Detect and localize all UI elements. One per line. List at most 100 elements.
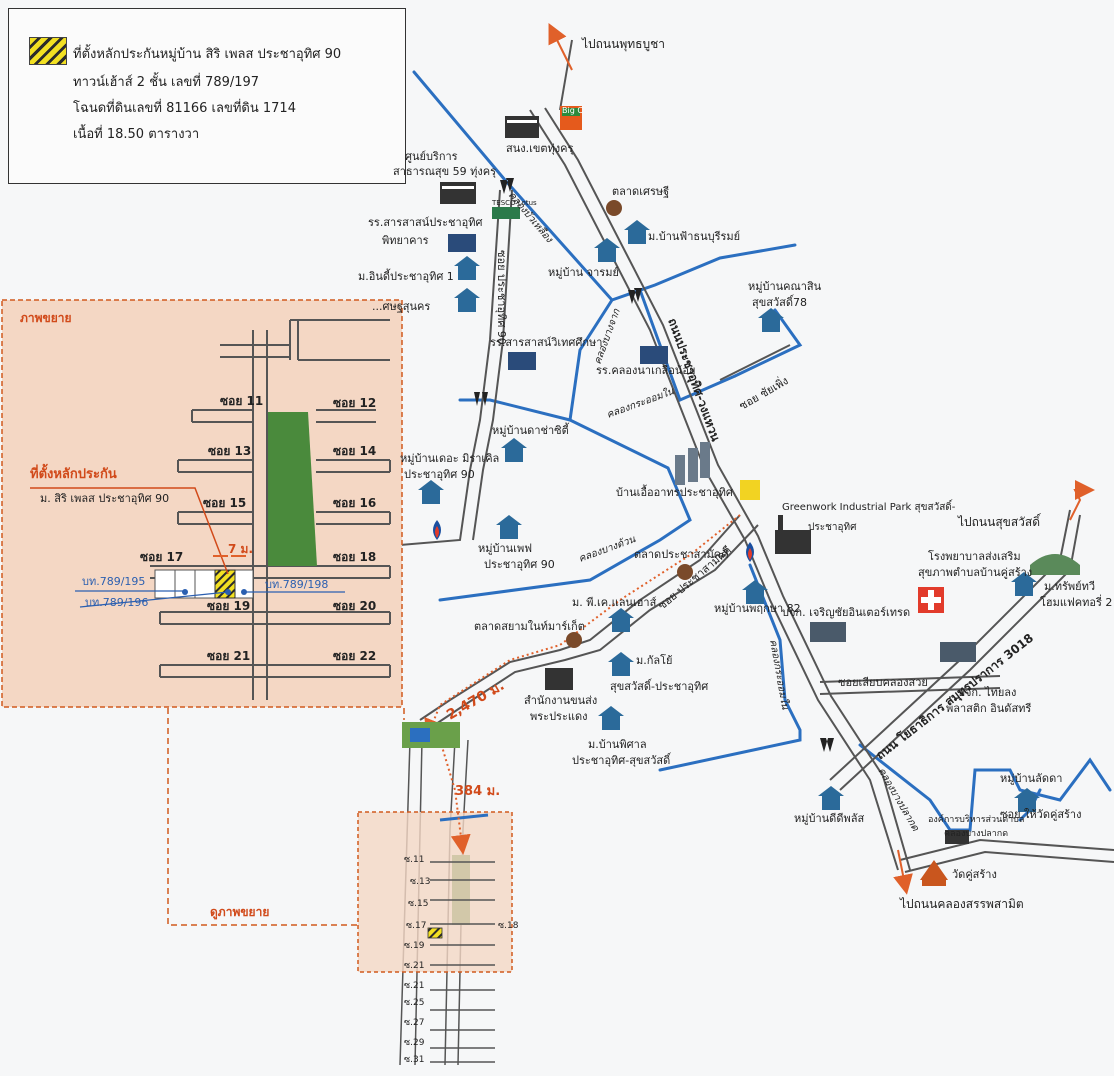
inset-plot-196: บท.789/196 <box>85 596 148 609</box>
label-soi-liap: ซอยเลียบคลองสวย <box>838 676 928 689</box>
bigc-icon <box>560 106 582 130</box>
interchanges <box>474 178 834 752</box>
label-village-pef-b: ประชาอุทิศ 90 <box>484 558 555 571</box>
label-village-miracle-b: ประชาอุทิศ 90 <box>404 468 475 481</box>
small-soi-19: ซ.19 <box>404 941 425 951</box>
small-inset-streets <box>430 813 495 1063</box>
market-icon <box>677 564 693 580</box>
small-soi-13: ซ.13 <box>410 877 430 887</box>
label-hospital-2: สุขภาพตำบลบ้านคู่สร้าง <box>918 566 1032 579</box>
inset-soi-16: ซอย 16 <box>333 496 376 510</box>
school-icon <box>508 352 536 370</box>
label-village-dasa: หมู่บ้านดาช่าซิตี้ <box>492 422 570 437</box>
label-condo: บ้านเอื้ออาทรประชาอุทิศ <box>616 484 733 499</box>
label-transport-office-a: สำนักงานขนส่ง <box>524 694 597 707</box>
label-village-ladda: หมู่บ้านลัดดา <box>1000 772 1062 785</box>
label-village-setthi: ...ศษฐสุนคร <box>372 300 430 313</box>
label-canal-4: คลองบางด้วน <box>577 533 638 565</box>
house-icon <box>454 288 480 312</box>
inset-plots <box>154 569 254 599</box>
inset-soi-13: ซอย 13 <box>208 444 251 458</box>
house-icon <box>742 580 768 604</box>
house-icon <box>608 608 634 632</box>
label-soi-khu: ซอย ให้วัดคู่สร้าง <box>1000 808 1082 821</box>
house-icon <box>624 220 650 244</box>
label-tesco: TESCO Lotus <box>491 199 537 207</box>
small-inset-title: ดูภาพขยาย <box>210 905 269 920</box>
label-obt-1: องค์การบริหารส่วนตำบล <box>928 813 1024 825</box>
label-village-miracle-a: หมู่บ้านเดอะ มิราเคิล <box>400 452 499 465</box>
direction-north: ไปถนนพุทธบูชา <box>581 37 665 52</box>
label-bigc: Big C <box>562 106 583 115</box>
small-inset-box <box>357 811 513 973</box>
company-icon <box>940 642 976 662</box>
label-village-kanlayo-a: ม.กัลโย้ <box>636 653 673 667</box>
factory-icon <box>775 515 811 554</box>
small-soi-17: ซ.17 <box>406 921 426 931</box>
house-icon <box>496 515 522 539</box>
label-company-charoen: บจก. เจริญชัยอินเตอร์เทรด <box>782 606 910 619</box>
label-village-kanasin-a: หมู่บ้านคณาสิน <box>748 280 822 293</box>
school-icon <box>640 346 668 364</box>
label-district-office: สนง.เขตทุ่งครุ <box>506 142 574 155</box>
transport-office-icon <box>545 668 573 690</box>
inset-plot-198: บท.789/198 <box>265 578 328 591</box>
inset-connectors <box>167 708 405 926</box>
temple-icon <box>920 860 948 886</box>
market-icon <box>606 200 622 216</box>
inset-soi-12: ซอย 12 <box>333 396 376 410</box>
inset-soi-19: ซอย 19 <box>207 599 250 613</box>
inset-soi-17: ซอย 17 <box>140 550 183 564</box>
label-health-1: ศูนย์บริการ <box>405 150 458 163</box>
label-canal-5: คลองกระออมใน <box>767 638 791 711</box>
collateral-leader <box>30 487 229 575</box>
inset-soi-20: ซอย 20 <box>333 599 376 613</box>
label-health-2: สาธารณสุข 59 ทุ่งครุ <box>393 165 496 178</box>
label-greenwork-1: Greenwork Industrial Park สุขสวัสดิ์- <box>782 499 956 513</box>
inset-soi-14: ซอย 14 <box>333 444 376 458</box>
house-icon <box>598 706 624 730</box>
plot-leader-lines <box>75 590 345 608</box>
house-icon <box>501 438 527 462</box>
label-market-siam: ตลาดสยามในท์มาร์เก็ต <box>474 619 585 633</box>
office-icon <box>505 116 539 138</box>
legend-line-1: ที่ตั้งหลักประกันหมู่บ้าน สิริ เพลส ประช… <box>73 47 342 62</box>
collateral-swatch <box>29 37 67 65</box>
label-village-pef-a: หมู่บ้านเพฟ <box>478 542 532 555</box>
building-icons <box>433 106 1080 886</box>
village-icons <box>418 200 1040 812</box>
label-hospital-1: โรงพยาบาลส่งเสริม <box>928 549 1021 563</box>
label-school-1b: พิทยาคาร <box>382 234 429 247</box>
inset-soi-18: ซอย 18 <box>333 550 376 564</box>
small-soi-18: ซ.18 <box>498 921 519 931</box>
label-village-pruksa: หมู่บ้านพฤกษา 82 <box>714 602 801 615</box>
warehouse-icon <box>1030 554 1080 575</box>
label-village-jarom: หมู่บ้าน จารมย์ <box>548 266 619 279</box>
inset-soi-11: ซอย 11 <box>220 394 263 408</box>
label-village-sup-a: ม.ทรัพย์ทวี <box>1044 580 1095 593</box>
house-icon <box>418 480 444 504</box>
inset-collateral-title: ที่ตั้งหลักประกัน <box>30 463 117 482</box>
label-village-ddplus: หมู่บ้านดีดีพลัส <box>794 812 864 825</box>
house-icon <box>608 652 634 676</box>
legend-box: ที่ตั้งหลักประกันหมู่บ้าน สิริ เพลส ประช… <box>8 8 406 184</box>
label-temple: วัดคู่สร้าง <box>952 868 997 881</box>
label-village-kanasin-b: สุขสวัสดิ์78 <box>752 294 807 309</box>
label-school-3: รร.คลองนาเกลือน้อย <box>596 364 695 377</box>
label-company-thai-a: บจก. ไทยลง <box>958 686 1016 699</box>
house-icon <box>818 786 844 810</box>
inset-soi-15: ซอย 15 <box>203 496 246 510</box>
direction-east: ไปถนนสุขสวัสดิ์ <box>957 513 1042 530</box>
direction-arrows <box>548 23 1095 895</box>
small-soi-21b: ซ.21 <box>404 981 424 991</box>
school-icon <box>448 234 476 252</box>
inset-soi-22: ซอย 22 <box>333 649 376 663</box>
market-icon <box>566 632 582 648</box>
label-canal-3: คลองกระออมใน <box>605 385 677 421</box>
legend-line-3: โฉนดที่ดินเลขที่ 81166 เลขที่ดิน 1714 <box>73 101 296 116</box>
label-soi-chaiyaphet: ซอย ชัยเพิ่ง <box>736 372 791 412</box>
inset-village: ม. สิริ เพลส ประชาอุทิศ 90 <box>40 492 169 505</box>
tesco-icon <box>492 207 520 219</box>
district-office-icon <box>945 830 969 844</box>
